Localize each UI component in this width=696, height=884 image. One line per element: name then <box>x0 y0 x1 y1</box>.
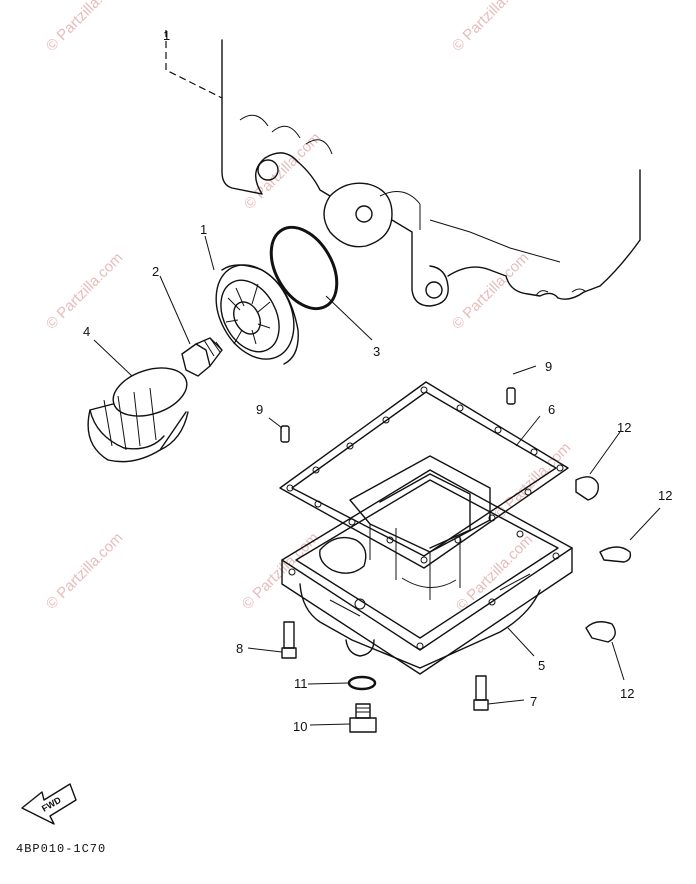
clip-bottom <box>585 621 616 643</box>
watermark: © Partzilla.com <box>449 0 532 55</box>
watermark: © Partzilla.com <box>239 529 322 612</box>
union-bolt <box>181 337 223 377</box>
callout-12-a: 12 <box>617 420 631 435</box>
watermark: © Partzilla.com <box>449 249 532 332</box>
watermark: © Partzilla.com <box>43 249 126 332</box>
bolt-8 <box>281 621 297 659</box>
o-ring <box>269 225 339 311</box>
oil-filter <box>87 367 189 463</box>
callout-8: 8 <box>236 641 243 656</box>
callout-6: 6 <box>548 402 555 417</box>
callout-4: 4 <box>83 324 90 339</box>
watermark: © Partzilla.com <box>241 129 324 212</box>
callout-labels: 1 1 2 3 4 5 6 7 8 9 9 10 11 12 12 12 <box>83 28 672 734</box>
callout-12-c: 12 <box>620 686 634 701</box>
crankcase-outline <box>165 30 641 307</box>
leader-lines <box>93 235 661 726</box>
dowel-pin-right <box>506 387 516 405</box>
callout-1: 1 <box>200 222 207 237</box>
callout-2: 2 <box>152 264 159 279</box>
callout-1-top: 1 <box>163 28 170 43</box>
clip-right <box>599 546 632 563</box>
diagram-code: 4BP010-1C70 <box>16 842 106 856</box>
oil-pan <box>281 455 573 675</box>
gasket-bolt-holes <box>286 386 564 564</box>
dowel-pin-left <box>280 425 290 443</box>
fwd-arrow: FWD <box>21 783 77 825</box>
drain-bolt <box>349 703 377 733</box>
clip-top <box>575 476 599 501</box>
bolt-7 <box>473 675 489 711</box>
oil-cooler <box>215 264 299 365</box>
callout-5: 5 <box>538 658 545 673</box>
callout-7: 7 <box>530 694 537 709</box>
callout-12-b: 12 <box>658 488 672 503</box>
oil-pan-gasket <box>279 381 569 569</box>
callout-11: 11 <box>294 676 308 691</box>
callout-9-right: 9 <box>545 359 552 374</box>
watermark: © Partzilla.com <box>43 0 126 55</box>
callout-9-left: 9 <box>256 402 263 417</box>
washer <box>347 675 377 691</box>
watermark: © Partzilla.com <box>43 529 126 612</box>
callout-10: 10 <box>293 719 307 734</box>
callout-3: 3 <box>373 344 380 359</box>
